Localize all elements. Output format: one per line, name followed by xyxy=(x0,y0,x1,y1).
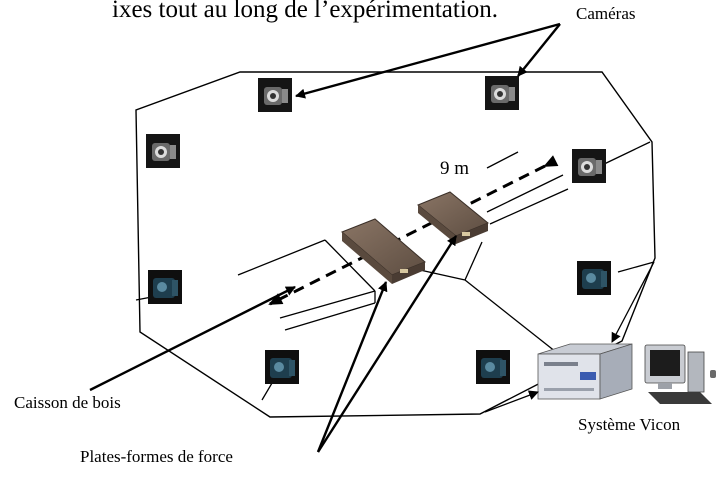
distance-label: 9 m xyxy=(440,158,470,179)
wood-box-right xyxy=(486,151,569,225)
wood-box-pointer-arrow xyxy=(89,285,296,392)
force-plate-icon xyxy=(417,191,489,244)
camera-icon xyxy=(476,350,510,384)
wood-box-left xyxy=(237,239,376,331)
force-plate-pointer-arrows xyxy=(316,235,458,453)
cameras-label: Caméras xyxy=(576,4,636,23)
distance-arrow xyxy=(268,155,559,306)
force-plate-icon xyxy=(341,218,426,284)
camera-icon xyxy=(577,261,611,295)
wood-box-label: Caisson de bois xyxy=(14,393,121,412)
vicon-unit-icon xyxy=(537,343,633,400)
vicon-label: Système Vicon xyxy=(578,415,681,434)
camera-icon xyxy=(485,76,519,110)
camera-icon xyxy=(572,149,606,183)
heading-fragment: ixes tout au long de l’expérimentation. xyxy=(112,0,499,23)
vicon-link-arrows xyxy=(484,261,655,413)
camera-icon xyxy=(148,270,182,304)
computer-icon xyxy=(644,344,716,404)
camera-icon xyxy=(265,350,299,384)
camera-pointer-arrows xyxy=(295,22,561,99)
camera-icon xyxy=(258,78,292,112)
force-plates-label: Plates-formes de force xyxy=(80,447,233,466)
camera-icon xyxy=(146,134,180,168)
